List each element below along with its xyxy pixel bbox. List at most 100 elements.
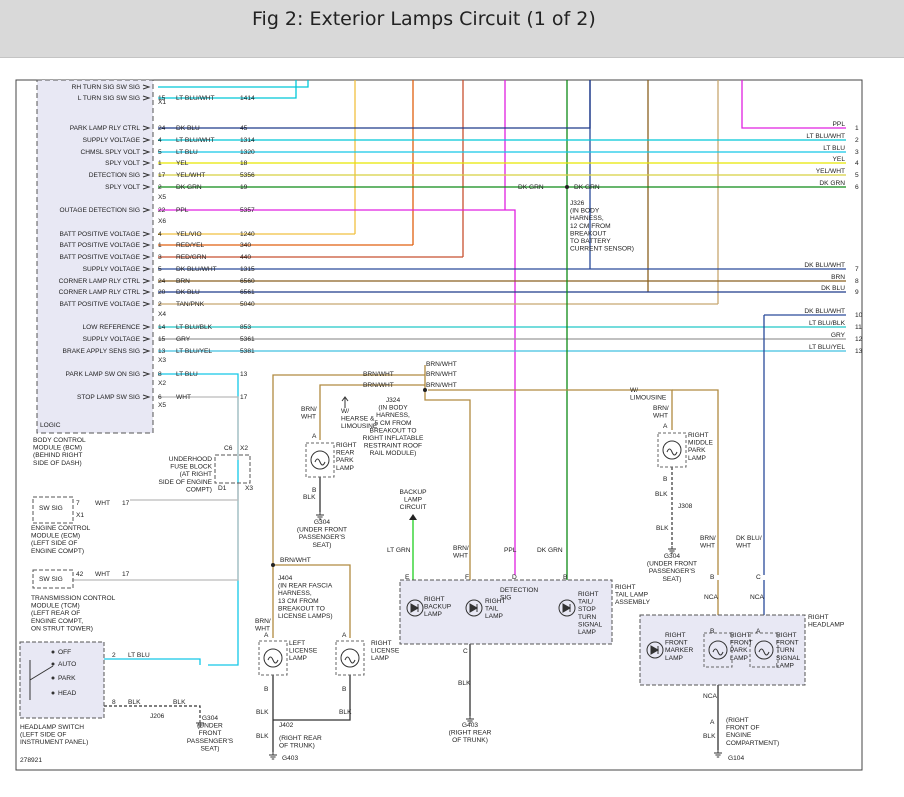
- j324-label: HARNESS,: [376, 412, 410, 419]
- bcm-wire-color: YEL/WHT: [176, 172, 205, 179]
- pin-a: A: [756, 628, 761, 635]
- bcm-circuit-number: 340: [240, 242, 251, 249]
- bcm-pin-number: 24: [158, 278, 166, 285]
- dk-blu-wht-label: WHT: [736, 543, 751, 550]
- bcm-circuit-number: 853: [240, 324, 251, 331]
- g403-b-label: G403: [462, 722, 478, 729]
- j402-label: J402: [279, 722, 294, 729]
- nca-label: NCA: [704, 594, 719, 601]
- bcm-wire-color: LT BLU/WHT: [176, 137, 215, 144]
- right-edge-wire-color: LT BLU/YEL: [809, 344, 845, 351]
- bcm-wire-color: GRY: [176, 336, 191, 343]
- j326-label: 12 CM FROM: [570, 223, 611, 230]
- sw-pin-2: 2: [112, 652, 116, 659]
- backup-lamp-circuit-label: LAMP: [404, 497, 423, 504]
- tcm-sw-sig: SW SIG: [39, 576, 63, 583]
- front-marker-label: FRONT: [665, 640, 688, 647]
- bcm-pin-number: 4: [158, 137, 162, 144]
- g304-b-label: SEAT): [313, 542, 332, 549]
- j326-label: TO BATTERY: [570, 238, 611, 245]
- brn-wht-label: BRN/: [301, 406, 317, 413]
- right-backup-lamp-diode: [410, 603, 420, 613]
- bcm-wire-color: DK BLU/WHT: [176, 266, 217, 273]
- j404-label: (IN REAR FASCIA: [278, 583, 333, 590]
- ecm-label: (LEFT SIDE OF: [31, 540, 77, 547]
- brn-wht-label: WHT: [653, 413, 668, 420]
- right-edge-pin-number: 4: [855, 160, 859, 167]
- j404-label: J404: [278, 575, 293, 582]
- wire-sw-ltblu: [104, 658, 201, 665]
- brn-wht-label: BRN/WHT: [280, 557, 311, 564]
- bcm-pin-number: 6: [158, 394, 162, 401]
- bcm-circuit-number: 6560: [240, 278, 255, 285]
- sw-pin-8: 8: [112, 699, 116, 706]
- bcm-pin-signal: SPLY VOLT: [105, 184, 140, 191]
- bcm-pin-arrow: [142, 95, 151, 101]
- detection-sig-label: DETECTION: [500, 587, 538, 594]
- sw-blk-label: BLK: [173, 699, 186, 706]
- right-front-marker-lamp-diode: [650, 645, 660, 655]
- left-license-label: LICENSE: [289, 648, 318, 655]
- bcm-wire-color: LT BLU/BLK: [176, 324, 213, 331]
- bcm-pin-signal: OUTAGE DETECTION SIG: [60, 207, 140, 214]
- j326-label: J326: [570, 200, 585, 207]
- right-edge-wire-color: DK BLU/WHT: [804, 262, 845, 269]
- front-turn-label: SIGNAL: [776, 655, 801, 662]
- g104-location-label: FRONT OF: [726, 725, 760, 732]
- front-turn-label: LAMP: [776, 662, 795, 669]
- wire-brnwht-main: [272, 374, 425, 638]
- brn-wht-label: WHT: [301, 414, 316, 421]
- front-turn-label: RIGHT: [776, 632, 797, 639]
- pin-f: F: [465, 574, 469, 581]
- bcm-wire-color: BRN: [176, 278, 190, 285]
- sw-blk-label: BLK: [128, 699, 141, 706]
- j404-label: 13 CM FROM: [278, 598, 319, 605]
- bcm-pin-arrow: [142, 371, 151, 377]
- right-edge-wire-color: GRY: [831, 332, 846, 339]
- right-front-turn-lamp-housing: [749, 632, 779, 668]
- bcm-wire-color: WHT: [176, 394, 191, 401]
- bcm-wire-color: DK GRN: [176, 184, 202, 191]
- brn-wht-label: BRN/WHT: [363, 382, 394, 389]
- right-edge-wire-color: BRN: [831, 274, 845, 281]
- ecm-label: ENGINE CONTROL: [31, 525, 91, 532]
- switch-contact: [51, 676, 55, 680]
- bcm-pin-arrow: [142, 160, 151, 166]
- sw-lt-blu-label: LT BLU: [128, 652, 150, 659]
- bcm-connector-label: X5: [158, 194, 166, 201]
- tail-lamp-assembly-label: TAIL LAMP: [615, 592, 649, 599]
- tail-lamp-assembly-label: ASSEMBLY: [615, 599, 651, 606]
- ground-g304-a: [196, 720, 204, 728]
- g304-c-label: SEAT): [663, 576, 682, 583]
- bcm-wire-color: LT BLU: [176, 371, 198, 378]
- bcm-circuit-number: 1240: [240, 231, 255, 238]
- g104-location-label: COMPARTMENT): [726, 740, 779, 747]
- g304-b-label: (UNDER FRONT: [297, 527, 347, 534]
- j324-label: 5 CM FROM: [375, 420, 412, 427]
- g304-a-label: PASSENGER'S: [187, 738, 234, 745]
- switch-position-label: AUTO: [58, 661, 76, 668]
- g304-a-label: SEAT): [201, 745, 220, 752]
- splice-j324: [423, 388, 427, 392]
- right-edge-wire-color: YEL/WHT: [816, 168, 845, 175]
- bcm-circuit-number: 18: [240, 160, 248, 167]
- g403-a-label: OF TRUNK): [279, 743, 315, 750]
- bcm-circuit-number: 1314: [240, 137, 255, 144]
- bcm-pin-signal: PARK LAMP SW ON SIG: [65, 371, 140, 378]
- bcm-circuit-number: 440: [240, 254, 251, 261]
- j326-label: CURRENT SENSOR): [570, 246, 634, 253]
- bcm-wire-color: YEL: [176, 160, 189, 167]
- bcm-pin-number: 8: [158, 371, 162, 378]
- hearse-label: LIMOUSINE: [341, 423, 378, 430]
- front-turn-label: FRONT: [776, 640, 799, 647]
- tcm-module: [32, 569, 74, 589]
- figure-number: 278921: [20, 757, 42, 764]
- j404-label: BREAKOUT TO: [278, 605, 325, 612]
- bcm-connector-label: X6: [158, 218, 166, 225]
- bcm-logic-label: LOGIC: [40, 422, 61, 429]
- bcm-pin-arrow: [142, 266, 151, 272]
- blk-label: BLK: [656, 525, 669, 532]
- brn-wht-label: BRN/: [453, 545, 469, 552]
